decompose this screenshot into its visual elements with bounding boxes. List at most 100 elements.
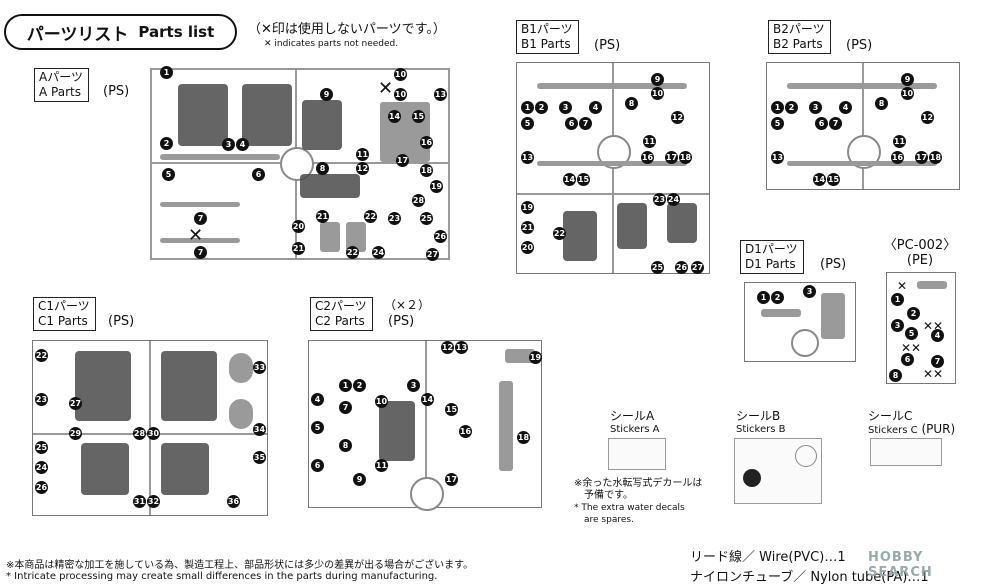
part-number: 31 [133,495,146,508]
part-number: 15 [827,173,840,186]
runner-d1-material: (PS) [820,257,847,272]
decal-note-jp-2: 予備です。 [584,490,633,501]
part-number: 8 [889,369,902,382]
sticker-a-sheet [608,438,666,470]
part-number: 6 [565,117,578,130]
part-number: 20 [521,241,534,254]
header-note-en: ✕ indicates parts not needed. [264,39,399,49]
sticker-c-label-en: Stickers C [868,425,918,436]
part-number: 36 [227,495,240,508]
part-number: 1 [771,101,784,114]
pc-002-label: 〈PC-002〉 (PE) [880,234,960,268]
part-number: 9 [320,88,333,101]
part-number: 3 [222,138,235,151]
runner-c2-label: C2パーツ C2 Parts [310,297,373,331]
part-number: 3 [803,285,816,298]
part-number: 10 [394,88,407,101]
part-number: 5 [771,117,784,130]
part-number: 12 [671,111,684,124]
part-number: 5 [905,327,918,340]
not-needed-mark: ✕ [188,225,204,246]
runner-b1-label-jp: B1パーツ [521,22,573,36]
part-number: 14 [388,110,401,123]
part-number: 3 [809,101,822,114]
part-number: 4 [931,329,944,342]
part-number: 26 [434,230,447,243]
runner-c1-diagram: 22 25 26 23 27 28 30 31 32 33 34 35 36 2… [32,340,268,516]
part-number: 27 [426,248,439,261]
part-number: 8 [625,97,638,110]
part-number: 9 [353,473,366,486]
sticker-c-material: (PUR) [921,422,956,436]
decal-note-jp-1: ※余った水転写式デカールは [574,478,703,489]
pc-002-material: (PE) [906,253,934,268]
part-number: 4 [839,101,852,114]
sticker-b-label-en: Stickers B [736,424,786,435]
part-number: 2 [907,307,920,320]
part-number: 19 [521,201,534,214]
part-number: 11 [375,459,388,472]
part-number: 6 [815,117,828,130]
pc-002-label-text: 〈PC-002〉 [883,238,957,253]
part-number: 21 [316,210,329,223]
sticker-b-sheet [734,438,822,504]
part-number: 5 [162,168,175,181]
part-number: 5 [521,117,534,130]
part-number: 26 [675,261,688,274]
part-number: 2 [535,101,548,114]
runner-b2-material: (PS) [846,38,873,53]
runner-c1-label-jp: C1パーツ [38,299,90,313]
decal-note-en-1: * The extra water decals [574,503,685,513]
footer-note-jp: ※本商品は精密な加工を施している為、製造工程上、部品形状には多少の差異が出る場合… [6,560,474,571]
part-number: 13 [455,341,468,354]
part-number: 24 [667,193,680,206]
title-jp: パーツリスト [26,24,129,45]
sticker-c-sheet [870,438,942,466]
part-number: 14 [813,173,826,186]
part-number: 5 [311,421,324,434]
runner-b1-diagram: 1 2 3 4 5 6 7 8 9 10 11 12 13 14 15 16 1… [516,62,710,274]
part-number: 10 [375,395,388,408]
runner-c1-label-en: C1 Parts [38,314,88,328]
runner-c1-material: (PS) [108,314,135,329]
accessory-tube: ナイロンチューブ／ Nylon tube(PA)…1 [690,570,929,585]
sticker-b-label: シールB Stickers B [736,410,786,436]
part-number: 24 [372,246,385,259]
part-number: 3 [407,379,420,392]
not-needed-mark: ✕ [378,78,394,99]
runner-b2-label-en: B2 Parts [773,37,823,51]
part-number: 2 [353,379,366,392]
part-number: 3 [891,319,904,332]
runner-b1-label: B1パーツ B1 Parts [516,20,579,54]
sticker-a-label-en: Stickers A [610,424,660,435]
part-number: 7 [194,246,207,259]
part-number: 7 [339,401,352,414]
part-number: 20 [292,220,305,233]
runner-c2-label-jp: C2パーツ [315,299,367,313]
part-number: 4 [236,138,249,151]
part-number: 24 [35,461,48,474]
not-needed-mark: ✕ [897,279,908,293]
decal-note: ※余った水転写式デカールは 予備です。 * The extra water de… [574,478,702,526]
sticker-c-label: シールC Stickers C (PUR) [868,410,955,437]
part-number: 17 [396,154,409,167]
part-number: 17 [665,151,678,164]
part-number: 35 [253,451,266,464]
part-number: 16 [891,151,904,164]
runner-a-label-jp: Aパーツ [39,70,83,84]
part-number: 25 [35,441,48,454]
runner-d1-label-en: D1 Parts [745,257,796,271]
part-number: 2 [771,291,784,304]
part-number: 10 [651,87,664,100]
sticker-c-label-jp: シールC [868,409,913,423]
runner-c1-label: C1パーツ C1 Parts [33,297,96,331]
runner-c2-diagram: 12 13 19 1 2 3 4 5 6 7 8 9 10 11 14 15 1… [308,340,542,511]
pc-002-diagram: ✕ ✕✕ ✕✕ ✕✕ 1 2 3 4 5 6 7 8 [886,272,956,384]
runner-a-label-en: A Parts [39,85,81,99]
sticker-b-label-jp: シールB [736,409,781,423]
not-needed-mark: ✕✕ [923,367,944,381]
part-number: 28 [412,194,425,207]
part-number: 16 [641,151,654,164]
part-number: 2 [160,137,173,150]
part-number: 10 [394,68,407,81]
